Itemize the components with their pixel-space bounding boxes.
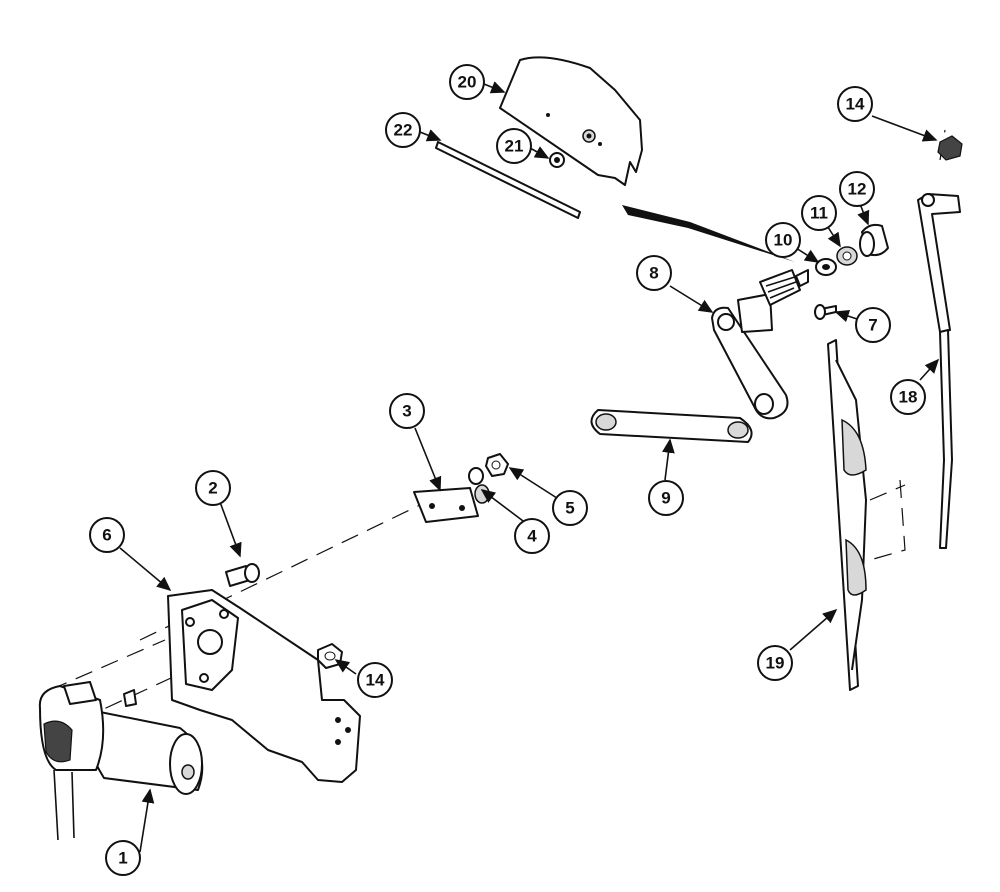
callout-14-lower: 14 xyxy=(357,662,393,698)
callout-1-label: 1 xyxy=(118,849,127,868)
callout-22-label: 22 xyxy=(394,121,413,140)
callout-7: 7 xyxy=(855,307,891,343)
nut-part-5 xyxy=(485,453,509,477)
callout-2: 2 xyxy=(195,470,231,506)
callout-8: 8 xyxy=(636,255,672,291)
mounting-bracket-part-6 xyxy=(167,589,361,783)
callout-21: 21 xyxy=(496,128,532,164)
callout-11: 11 xyxy=(801,195,837,231)
wiper-arm-part-18 xyxy=(917,193,961,549)
callout-11-label: 11 xyxy=(810,204,828,223)
callout-12: 12 xyxy=(839,171,875,207)
motor-part-1 xyxy=(38,681,204,841)
direction-arrow xyxy=(622,205,795,262)
callout-9-label: 9 xyxy=(661,489,670,508)
bushing-part-12 xyxy=(859,223,889,257)
washer-part-10 xyxy=(815,258,837,276)
callout-19: 19 xyxy=(757,645,793,681)
callout-14-upper: 14 xyxy=(837,86,873,122)
nut-part-14-lower xyxy=(317,643,343,669)
callout-3-label: 3 xyxy=(402,402,411,421)
callout-14-upper-label: 14 xyxy=(846,95,865,114)
callout-19-label: 19 xyxy=(766,654,785,673)
callout-6: 6 xyxy=(89,517,125,553)
callout-10: 10 xyxy=(765,222,801,258)
callout-5: 5 xyxy=(552,490,588,526)
callout-3: 3 xyxy=(389,393,425,429)
rod-part-22 xyxy=(435,141,581,219)
callout-1: 1 xyxy=(105,840,141,876)
spindle-arm-part-8 xyxy=(711,269,809,420)
wiper-blade-part-19 xyxy=(827,339,867,691)
cap-nut-part-14-upper xyxy=(937,135,963,161)
bolt-part-2 xyxy=(225,563,260,587)
callout-5-label: 5 xyxy=(565,499,574,518)
callout-12-label: 12 xyxy=(848,180,867,199)
callout-10-label: 10 xyxy=(774,231,793,250)
callout-4-label: 4 xyxy=(527,527,537,546)
callout-20-label: 20 xyxy=(458,73,477,92)
callout-8-label: 8 xyxy=(649,264,658,283)
washer-part-11 xyxy=(836,246,858,266)
callout-4: 4 xyxy=(514,518,550,554)
screw-part-7 xyxy=(814,304,837,320)
callout-21-label: 21 xyxy=(505,137,524,156)
callout-14-lower-label: 14 xyxy=(366,671,385,690)
callout-22: 22 xyxy=(385,112,421,148)
callout-7-label: 7 xyxy=(868,316,877,335)
callout-2-label: 2 xyxy=(208,479,217,498)
cover-part-20 xyxy=(499,56,643,186)
nut-part-21 xyxy=(549,152,565,168)
bracket-part-3 xyxy=(413,487,479,523)
callout-18: 18 xyxy=(890,379,926,415)
link-part-9 xyxy=(590,409,753,443)
callout-9: 9 xyxy=(648,480,684,516)
callout-20: 20 xyxy=(449,64,485,100)
callout-18-label: 18 xyxy=(899,388,918,407)
callout-6-label: 6 xyxy=(102,526,111,545)
